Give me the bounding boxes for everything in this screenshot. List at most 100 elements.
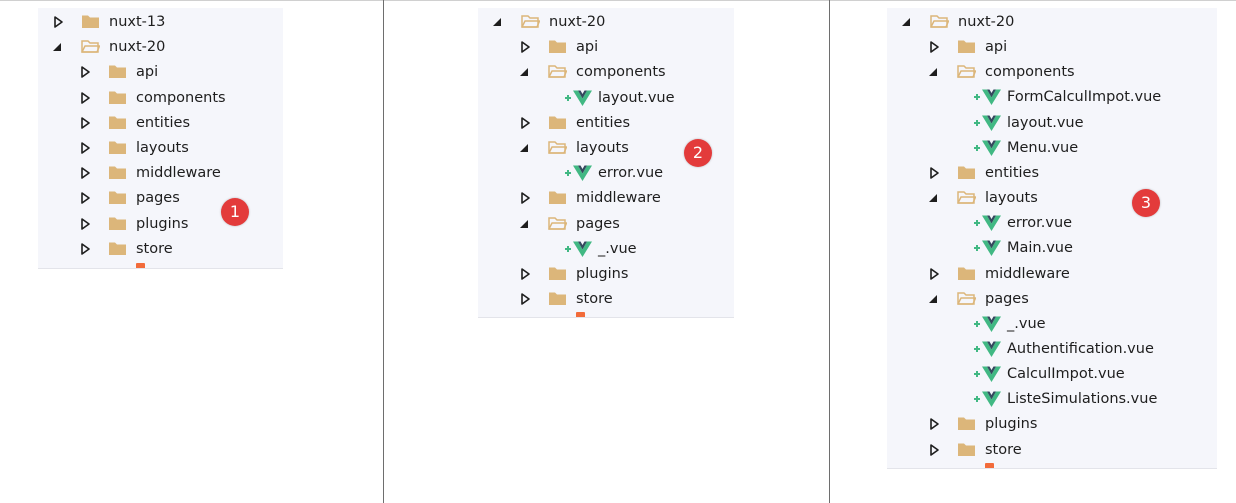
collapsed-triangle-icon[interactable] xyxy=(928,166,940,180)
file-row-vue[interactable]: _.vue xyxy=(478,237,734,262)
collapsed-triangle-icon[interactable] xyxy=(79,217,91,231)
expanded-triangle-icon[interactable] xyxy=(928,65,940,79)
folder-label: middleware xyxy=(136,165,221,182)
expanded-triangle-icon[interactable] xyxy=(519,65,531,79)
folder-row-plugins[interactable]: plugins xyxy=(887,412,1217,437)
folder-row-layouts[interactable]: layouts xyxy=(478,136,734,161)
folder-row-entities[interactable]: entities xyxy=(38,111,283,136)
folder-row-layouts[interactable]: layouts xyxy=(38,136,283,161)
collapsed-triangle-icon[interactable] xyxy=(79,242,91,256)
folder-row-pages[interactable]: pages xyxy=(887,287,1217,312)
file-row-layout-vue[interactable]: layout.vue xyxy=(887,111,1217,136)
vue-file-icon xyxy=(974,115,1001,131)
folder-label: api xyxy=(985,39,1008,56)
expanded-triangle-icon[interactable] xyxy=(901,15,913,29)
folder-label: layouts xyxy=(576,140,629,156)
folder-row-entities[interactable]: entities xyxy=(887,161,1217,186)
folder-open-icon xyxy=(548,65,567,79)
collapsed-triangle-icon[interactable] xyxy=(928,417,940,431)
folder-row-pages[interactable]: pages xyxy=(38,186,283,211)
folder-open-icon xyxy=(930,15,949,28)
file-row-authentification-vue[interactable]: Authentification.vue xyxy=(887,337,1217,362)
folder-label: pages xyxy=(576,215,620,232)
folder-row-middleware[interactable]: middleware xyxy=(38,161,283,186)
collapsed-triangle-icon[interactable] xyxy=(79,191,91,205)
expanded-triangle-icon[interactable] xyxy=(519,141,531,155)
folder-row-store[interactable]: store xyxy=(38,237,283,262)
collapsed-triangle-icon[interactable] xyxy=(519,292,531,306)
folder-open-icon xyxy=(81,40,100,53)
folder-row-layouts[interactable]: layouts xyxy=(887,186,1217,211)
vue-file-icon xyxy=(565,165,592,182)
folder-label: pages xyxy=(136,190,180,207)
collapsed-triangle-icon[interactable] xyxy=(79,166,91,180)
folder-icon xyxy=(109,116,126,129)
collapsed-triangle-icon[interactable] xyxy=(519,267,531,281)
cut-off-file-icon xyxy=(985,463,994,468)
vue-file-icon xyxy=(974,215,1001,232)
expanded-triangle-icon[interactable] xyxy=(928,292,940,306)
folder-row-plugins[interactable]: plugins xyxy=(38,212,283,237)
collapsed-triangle-icon[interactable] xyxy=(928,40,940,54)
folder-label: store xyxy=(136,240,173,257)
folder-label: layouts xyxy=(136,140,189,156)
folder-icon xyxy=(958,40,975,54)
collapsed-triangle-icon[interactable] xyxy=(52,15,64,29)
column-divider-right xyxy=(829,0,830,503)
collapsed-triangle-icon[interactable] xyxy=(79,65,91,79)
folder-row-nuxt-20[interactable]: nuxt-20 xyxy=(887,10,1217,35)
file-label: error.vue xyxy=(598,165,664,182)
folder-row-pages[interactable]: pages xyxy=(478,212,734,237)
folder-row-api[interactable]: api xyxy=(38,60,283,85)
folder-row-plugins[interactable]: plugins xyxy=(478,262,734,287)
folder-row-nuxt-13[interactable]: nuxt-13 xyxy=(38,10,283,35)
folder-icon xyxy=(958,417,975,431)
folder-label: pages xyxy=(985,290,1029,307)
expanded-triangle-icon[interactable] xyxy=(519,217,531,231)
folder-row-entities[interactable]: entities xyxy=(478,111,734,136)
file-row-vue[interactable]: _.vue xyxy=(887,312,1217,337)
file-row-error-vue[interactable]: error.vue xyxy=(478,161,734,186)
folder-row-components[interactable]: components xyxy=(478,60,734,85)
file-label: Authentification.vue xyxy=(1007,340,1154,357)
collapsed-triangle-icon[interactable] xyxy=(519,116,531,130)
folder-row-nuxt-20[interactable]: nuxt-20 xyxy=(478,10,734,35)
collapsed-triangle-icon[interactable] xyxy=(79,141,91,155)
file-row-calculimpot-vue[interactable]: CalculImpot.vue xyxy=(887,362,1217,387)
file-row-listesimulations-vue[interactable]: ListeSimulations.vue xyxy=(887,387,1217,412)
file-row-formcalculimpot-vue[interactable]: FormCalculImpot.vue xyxy=(887,85,1217,110)
folder-icon xyxy=(549,191,566,205)
folder-label: layouts xyxy=(985,190,1038,207)
folder-row-middleware[interactable]: middleware xyxy=(887,262,1217,287)
file-label: Main.vue xyxy=(1007,240,1073,257)
file-row-layout-vue[interactable]: layout.vue xyxy=(478,86,734,111)
folder-icon xyxy=(109,141,126,154)
collapsed-triangle-icon[interactable] xyxy=(79,116,91,130)
folder-row-components[interactable]: components xyxy=(38,86,283,111)
expanded-triangle-icon[interactable] xyxy=(52,40,64,54)
collapsed-triangle-icon[interactable] xyxy=(519,191,531,205)
folder-icon xyxy=(109,242,126,255)
folder-row-components[interactable]: components xyxy=(887,60,1217,85)
folder-row-middleware[interactable]: middleware xyxy=(478,186,734,211)
vue-file-icon xyxy=(974,240,1001,257)
folder-label: components xyxy=(136,89,226,106)
vue-file-icon xyxy=(974,89,1001,106)
folder-label: store xyxy=(985,441,1022,458)
folder-row-nuxt-20[interactable]: nuxt-20 xyxy=(38,35,283,60)
collapsed-triangle-icon[interactable] xyxy=(928,267,940,281)
expanded-triangle-icon[interactable] xyxy=(928,191,940,205)
expanded-triangle-icon[interactable] xyxy=(492,15,504,29)
file-row-error-vue[interactable]: error.vue xyxy=(887,211,1217,236)
collapsed-triangle-icon[interactable] xyxy=(928,443,940,457)
folder-row-api[interactable]: api xyxy=(478,35,734,60)
vue-file-icon xyxy=(974,316,1001,332)
collapsed-triangle-icon[interactable] xyxy=(519,40,531,54)
folder-row-store[interactable]: store xyxy=(478,287,734,312)
file-row-main-vue[interactable]: Main.vue xyxy=(887,236,1217,261)
collapsed-triangle-icon[interactable] xyxy=(79,91,91,105)
folder-row-store[interactable]: store xyxy=(887,438,1217,463)
file-row-menu-vue[interactable]: Menu.vue xyxy=(887,136,1217,161)
folder-row-api[interactable]: api xyxy=(887,35,1217,60)
